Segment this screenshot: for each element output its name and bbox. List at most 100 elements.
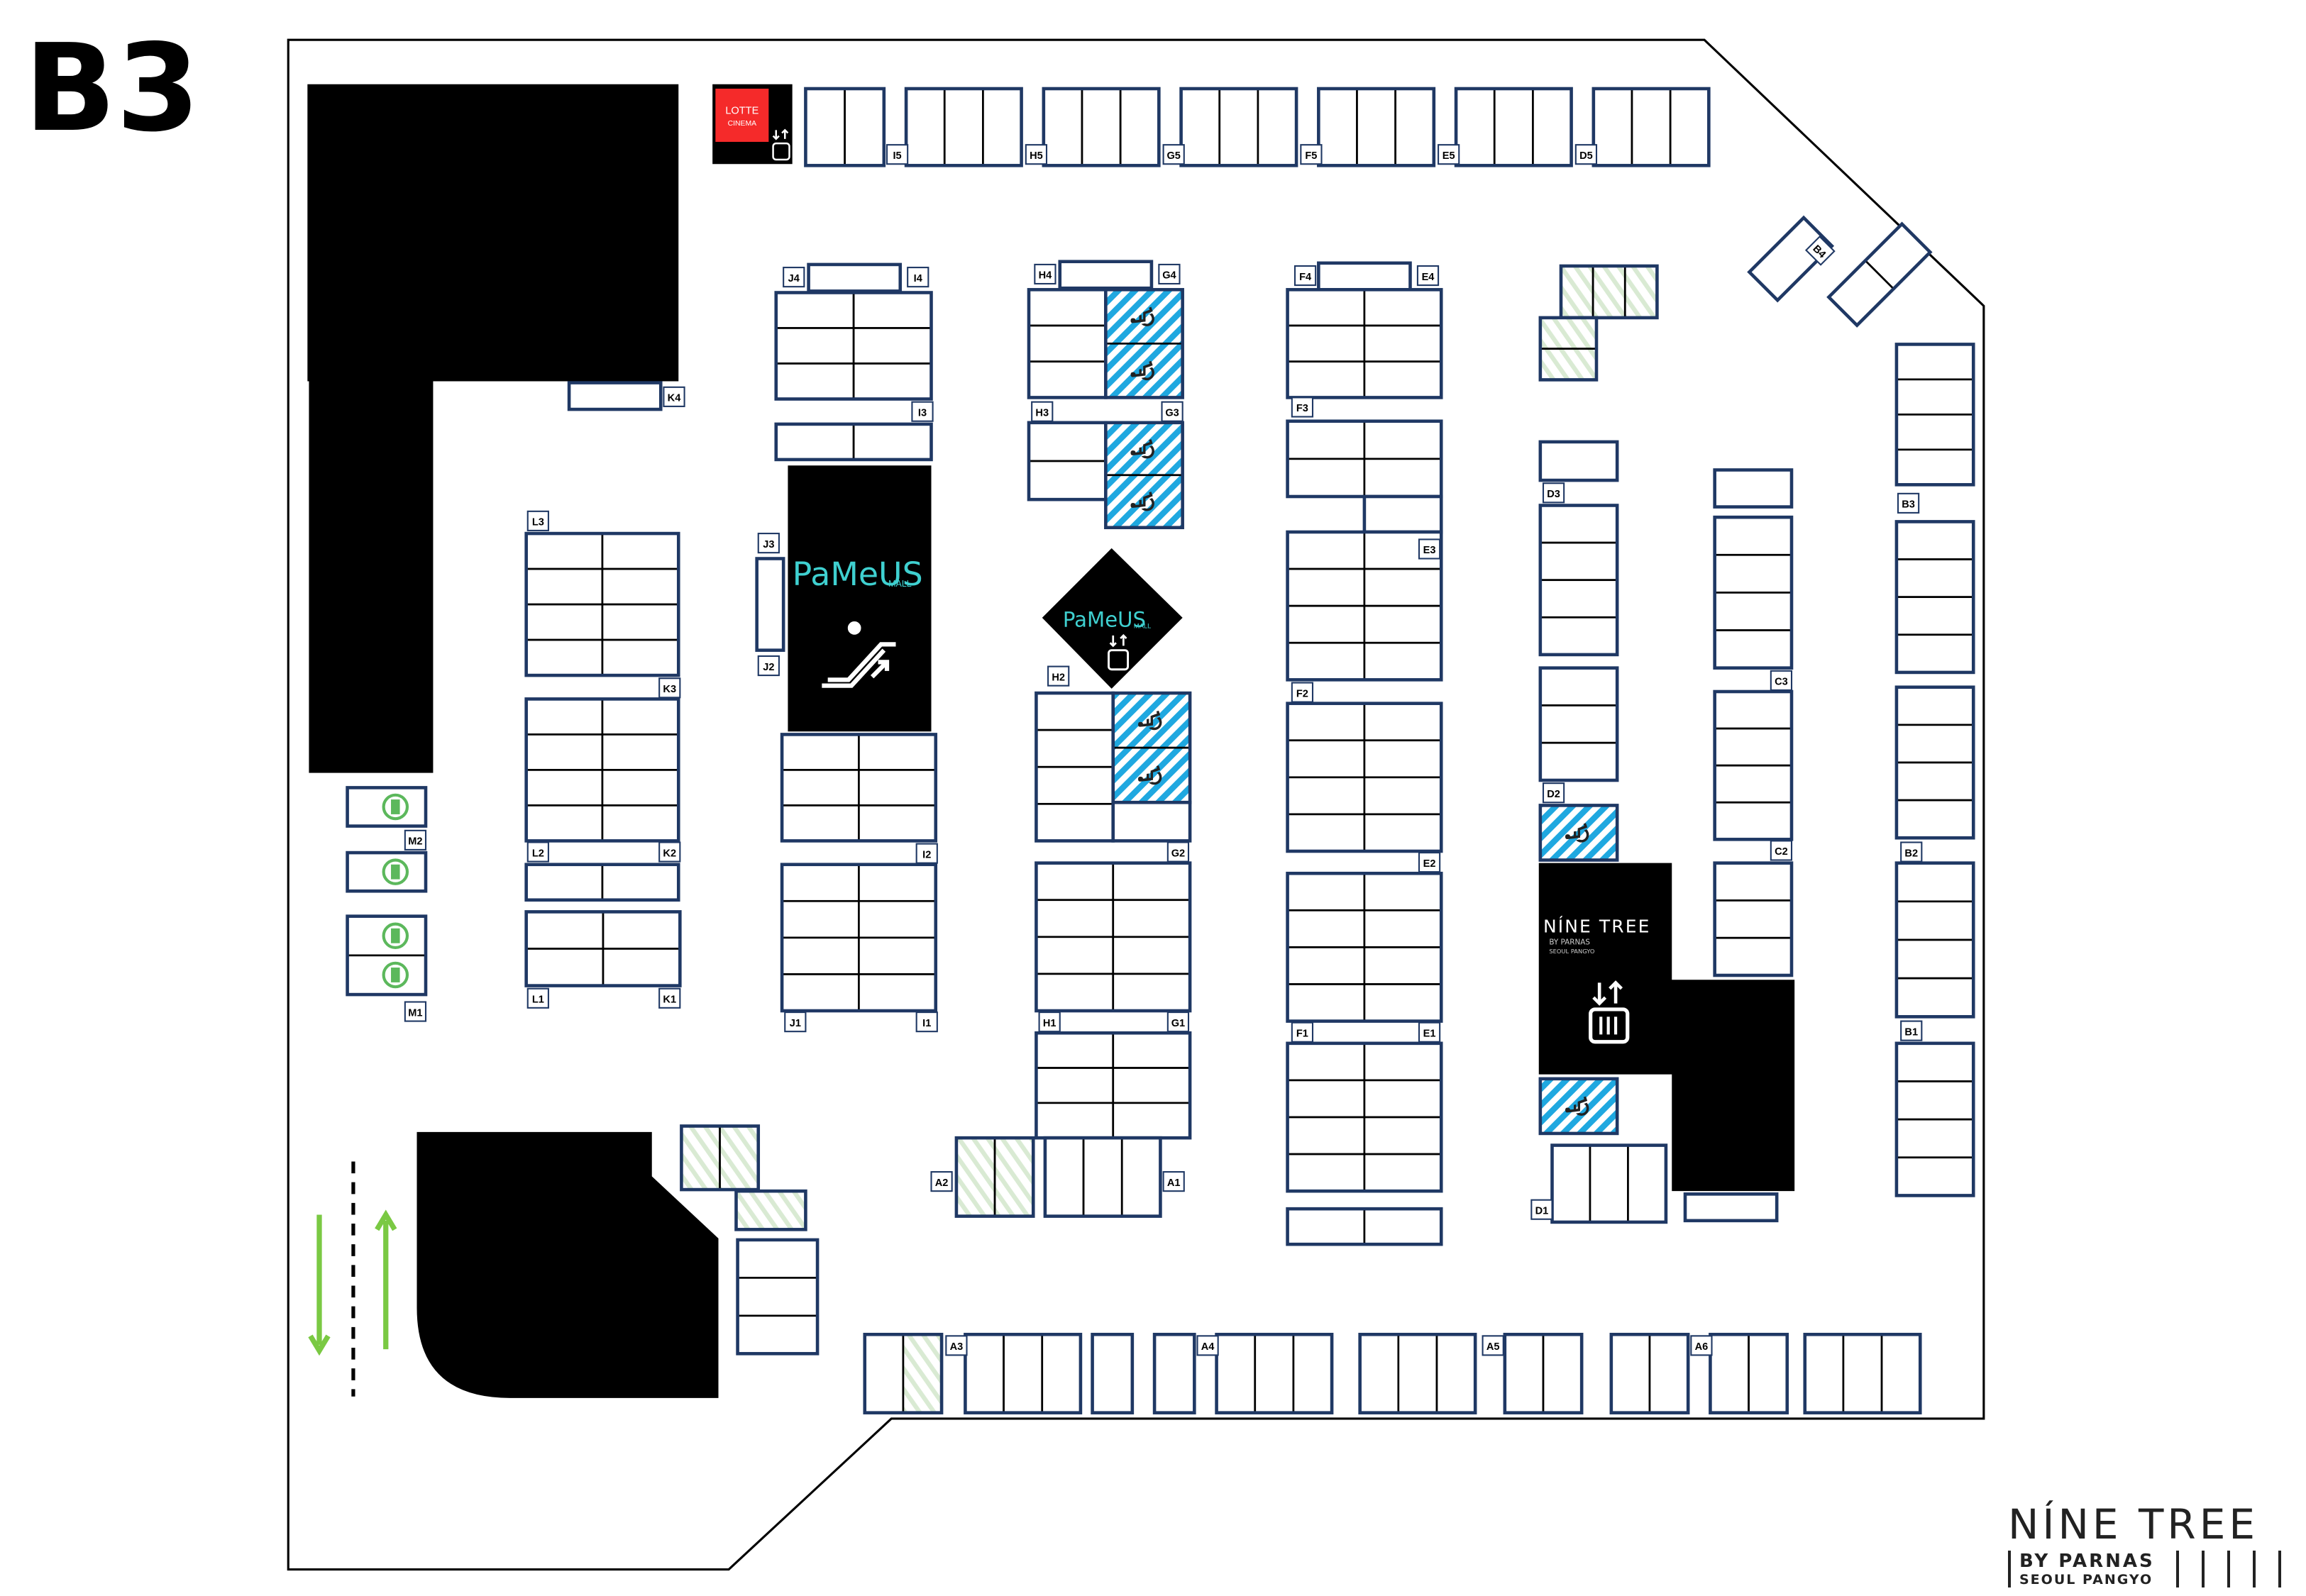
parking-stall[interactable] xyxy=(1035,728,1115,768)
reserved-parking-stall[interactable] xyxy=(1560,265,1594,319)
parking-stall[interactable] xyxy=(780,769,860,807)
parking-stall[interactable] xyxy=(1895,558,1975,599)
parking-stall[interactable] xyxy=(1363,604,1442,644)
parking-stall[interactable] xyxy=(858,733,937,771)
parking-stall[interactable] xyxy=(1895,343,1975,381)
parking-stall[interactable] xyxy=(1027,288,1107,327)
parking-stall[interactable] xyxy=(1895,414,1975,451)
parking-stall[interactable] xyxy=(1895,521,1975,560)
parking-stall[interactable] xyxy=(1112,1102,1191,1139)
parking-stall[interactable] xyxy=(525,567,604,606)
parking-stall[interactable] xyxy=(1539,579,1618,619)
parking-stall[interactable] xyxy=(1539,541,1618,582)
reserved-parking-stall[interactable] xyxy=(735,1190,807,1231)
parking-stall[interactable] xyxy=(568,382,662,411)
parking-stall[interactable] xyxy=(780,733,860,771)
parking-stall[interactable] xyxy=(1363,567,1442,607)
parking-stall[interactable] xyxy=(852,423,932,461)
parking-stall[interactable] xyxy=(1363,458,1442,498)
parking-stall[interactable] xyxy=(1627,1144,1667,1224)
parking-stall[interactable] xyxy=(775,362,855,400)
parking-stall[interactable] xyxy=(1539,440,1618,482)
parking-stall[interactable] xyxy=(1714,629,1793,670)
parking-stall[interactable] xyxy=(858,936,937,975)
parking-stall[interactable] xyxy=(1286,1153,1366,1192)
parking-stall[interactable] xyxy=(1895,724,1975,764)
parking-stall[interactable] xyxy=(601,733,680,771)
parking-stall[interactable] xyxy=(1041,1333,1082,1414)
parking-stall[interactable] xyxy=(1363,983,1442,1022)
accessible-parking-stall[interactable] xyxy=(1539,1077,1618,1135)
parking-stall[interactable] xyxy=(601,804,680,842)
parking-stall[interactable] xyxy=(601,603,680,641)
parking-stall[interactable] xyxy=(602,911,681,950)
parking-stall[interactable] xyxy=(1363,813,1442,853)
parking-stall[interactable] xyxy=(601,532,680,570)
parking-stall[interactable] xyxy=(1504,1333,1545,1414)
parking-stall[interactable] xyxy=(1493,87,1534,167)
parking-stall[interactable] xyxy=(1035,802,1115,842)
parking-stall[interactable] xyxy=(775,292,855,329)
parking-stall[interactable] xyxy=(1035,1031,1115,1069)
parking-stall[interactable] xyxy=(780,804,860,842)
parking-stall[interactable] xyxy=(1363,739,1442,779)
parking-stall[interactable] xyxy=(1895,1156,1975,1197)
parking-stall[interactable] xyxy=(1363,1153,1442,1192)
parking-stall[interactable] xyxy=(1027,324,1107,363)
parking-stall[interactable] xyxy=(1363,641,1442,681)
parking-stall[interactable] xyxy=(1532,87,1572,167)
parking-stall[interactable] xyxy=(1880,1333,1921,1414)
parking-stall[interactable] xyxy=(1363,909,1442,948)
parking-stall[interactable] xyxy=(1592,87,1633,167)
parking-stall[interactable] xyxy=(737,1314,819,1355)
parking-stall[interactable] xyxy=(1363,1116,1442,1156)
parking-stall[interactable] xyxy=(775,423,855,461)
parking-stall[interactable] xyxy=(1286,813,1366,853)
parking-stall[interactable] xyxy=(1684,1192,1778,1222)
parking-stall[interactable] xyxy=(1286,739,1366,779)
parking-stall[interactable] xyxy=(1709,1333,1750,1414)
parking-stall[interactable] xyxy=(858,899,937,939)
parking-stall[interactable] xyxy=(1044,1136,1085,1217)
parking-stall[interactable] xyxy=(1082,1136,1123,1217)
parking-stall[interactable] xyxy=(1317,262,1411,291)
parking-stall[interactable] xyxy=(1180,87,1221,167)
parking-stall[interactable] xyxy=(1035,692,1115,731)
parking-stall[interactable] xyxy=(1895,900,1975,941)
parking-stall[interactable] xyxy=(1895,761,1975,802)
parking-stall[interactable] xyxy=(1286,909,1366,948)
parking-stall[interactable] xyxy=(601,638,680,677)
parking-stall[interactable] xyxy=(1254,1333,1295,1414)
parking-stall[interactable] xyxy=(1027,460,1107,501)
parking-stall[interactable] xyxy=(1286,420,1366,460)
parking-stall[interactable] xyxy=(1539,616,1618,656)
parking-stall[interactable] xyxy=(1286,324,1366,363)
parking-stall[interactable] xyxy=(1059,260,1153,289)
parking-stall[interactable] xyxy=(852,327,932,365)
parking-stall[interactable] xyxy=(1714,862,1793,902)
parking-stall[interactable] xyxy=(1112,862,1191,902)
parking-stall[interactable] xyxy=(1363,776,1442,816)
parking-stall[interactable] xyxy=(1804,1333,1845,1414)
parking-stall[interactable] xyxy=(858,973,937,1012)
parking-stall[interactable] xyxy=(1895,596,1975,636)
parking-stall[interactable] xyxy=(1286,1079,1366,1119)
parking-stall[interactable] xyxy=(1363,288,1442,327)
parking-stall[interactable] xyxy=(525,948,605,987)
parking-stall[interactable] xyxy=(1610,1333,1651,1414)
parking-stall[interactable] xyxy=(601,567,680,606)
parking-stall[interactable] xyxy=(780,936,860,975)
parking-stall[interactable] xyxy=(1153,1333,1196,1414)
parking-stall[interactable] xyxy=(1714,727,1793,767)
parking-stall[interactable] xyxy=(1363,1079,1442,1119)
lotte-cinema-entrance[interactable]: LOTTE CINEMA xyxy=(712,84,793,165)
parking-stall[interactable] xyxy=(982,87,1022,167)
parking-stall[interactable] xyxy=(858,863,937,902)
parking-stall[interactable] xyxy=(1035,1067,1115,1104)
reserved-parking-stall[interactable] xyxy=(955,1136,996,1217)
parking-stall[interactable] xyxy=(1363,360,1442,399)
parking-stall[interactable] xyxy=(1112,972,1191,1012)
nine-tree-elevator[interactable]: NÍNE TREE BY PARNAS SEOUL PANGYO xyxy=(1543,916,1651,1044)
accessible-parking-stall[interactable] xyxy=(1539,804,1618,861)
parking-stall[interactable] xyxy=(1218,87,1259,167)
